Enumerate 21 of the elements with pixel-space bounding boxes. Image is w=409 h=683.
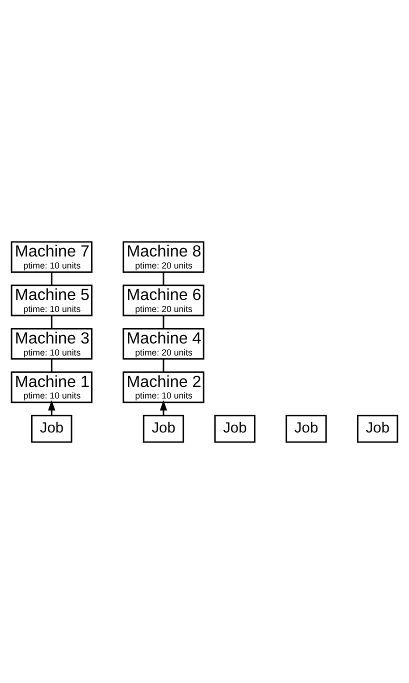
node-box: Machine 1 ptime: 10 units: [10, 370, 92, 403]
arrow: [48, 400, 56, 415]
connector: [162, 272, 164, 285]
connector: [50, 315, 52, 328]
node-box: Job: [356, 414, 398, 442]
node-box: Machine 8 ptime: 20 units: [122, 240, 204, 272]
node-box: Machine 4 ptime: 20 units: [122, 328, 204, 360]
node-box: Job: [286, 414, 327, 442]
connector: [162, 315, 164, 328]
node-box: Machine 5 ptime: 10 units: [10, 284, 92, 316]
connector: [50, 358, 52, 372]
connector: [50, 272, 52, 285]
connector: [162, 358, 164, 372]
node-box: Machine 7 ptime: 10 units: [10, 240, 92, 272]
arrow: [160, 400, 168, 415]
node-box: Machine 2 ptime: 10 units: [122, 370, 204, 403]
node-box: Job: [214, 414, 256, 442]
node-box: Job: [31, 414, 72, 442]
node-box: Machine 3 ptime: 10 units: [10, 328, 92, 360]
node-box: Machine 6 ptime: 20 units: [122, 284, 204, 316]
node-box: Job: [142, 414, 184, 442]
